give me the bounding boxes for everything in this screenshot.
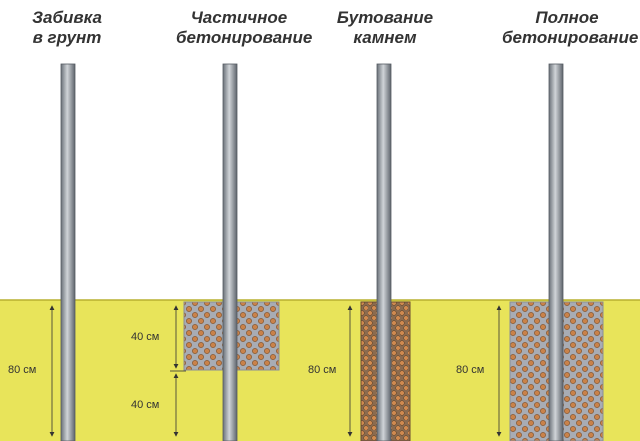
title-driving-line1: Забивка — [32, 8, 102, 27]
dimension-label-partial-top: 40 см — [131, 331, 159, 343]
title-partial-line1: Частичное — [190, 8, 288, 27]
title-full-line1: Полное — [535, 8, 599, 27]
dimension-label-full: 80 см — [456, 364, 484, 376]
title-partial-line2: бетонирование — [176, 28, 313, 47]
dimension-label-rubble: 80 см — [308, 364, 336, 376]
pole-partial-concreting — [222, 63, 238, 441]
title-stone-rubble: Бутование камнем — [335, 8, 435, 48]
title-driving-line2: в грунт — [32, 28, 102, 47]
title-partial-concreting: Частичное бетонирование — [176, 8, 313, 48]
pole-rubble — [376, 63, 392, 441]
dimension-label-driving: 80 см — [8, 364, 36, 376]
title-rubble-line2: камнем — [353, 28, 417, 47]
dimension-label-partial-bottom: 40 см — [131, 399, 159, 411]
title-full-line2: бетонирование — [502, 28, 639, 47]
pole-driving — [60, 63, 76, 441]
title-driving: Забивка в грунт — [32, 8, 102, 48]
pole-full-concreting — [548, 63, 564, 441]
title-full-concreting: Полное бетонирование — [502, 8, 639, 48]
title-rubble-line1: Бутование — [336, 8, 434, 27]
